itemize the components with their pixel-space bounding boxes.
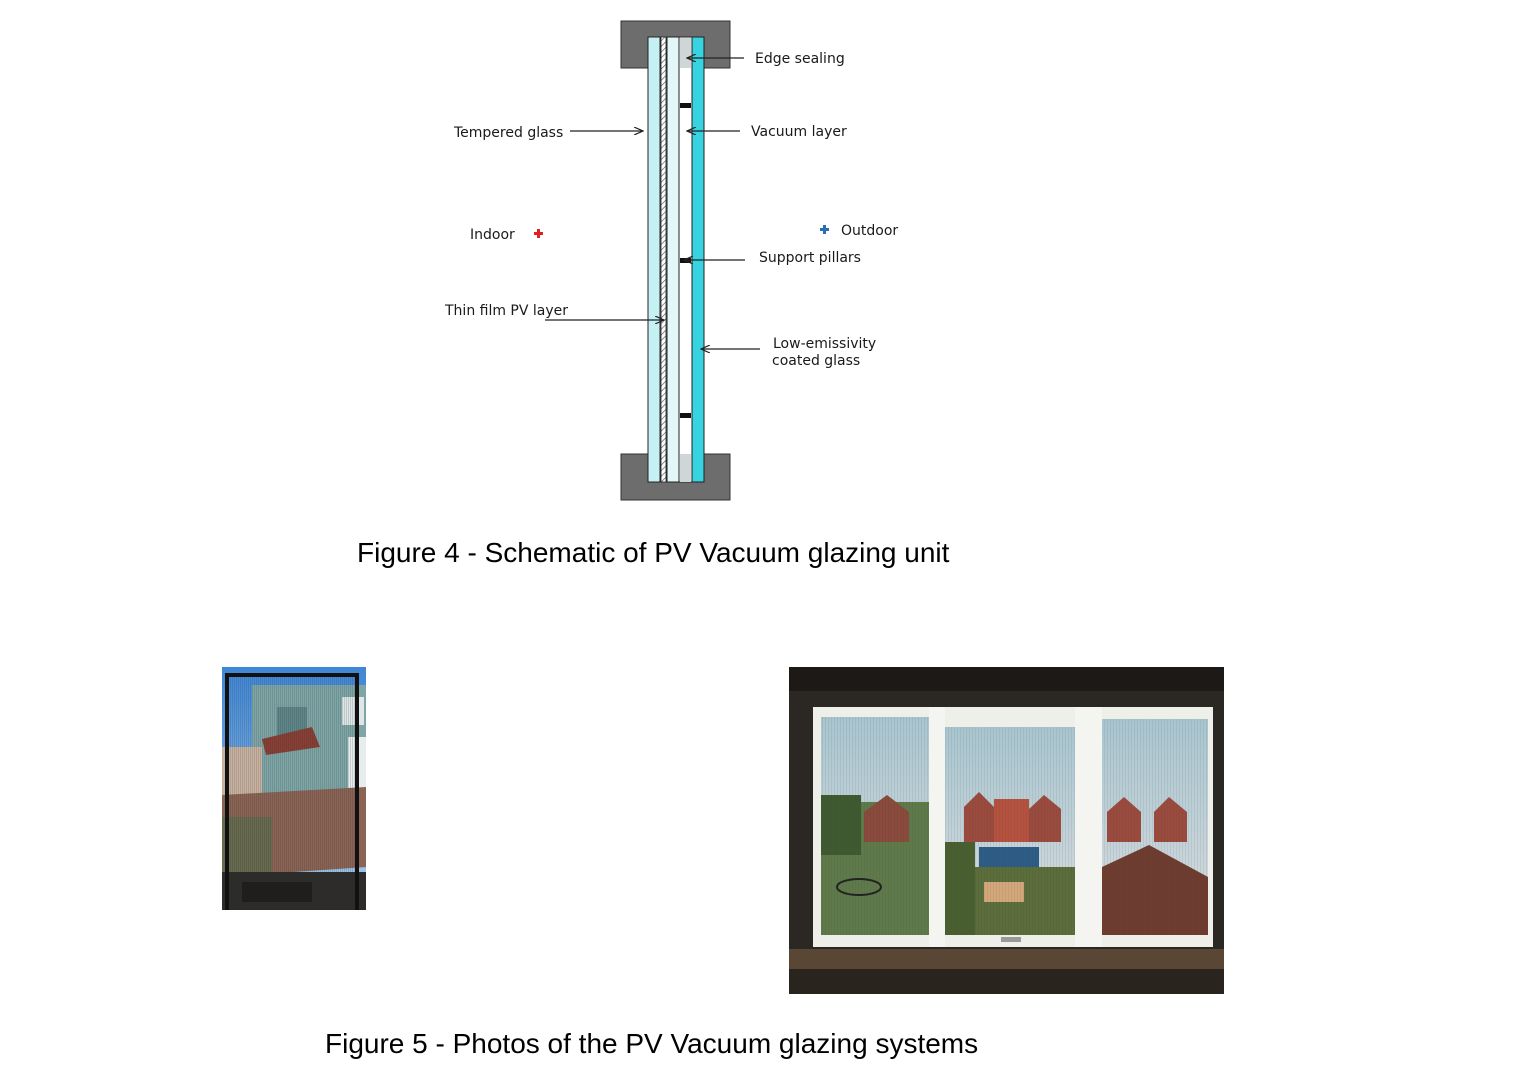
label-low-e-line1: Low-emissivity	[773, 336, 876, 352]
thin-film-pv-layer	[660, 36, 667, 483]
label-edge-sealing: Edge sealing	[755, 51, 845, 67]
edge-seal-top	[680, 38, 691, 68]
label-tempered-glass: Tempered glass	[453, 125, 563, 141]
middle-glass-pane	[666, 36, 680, 483]
label-vacuum-layer: Vacuum layer	[751, 124, 847, 140]
label-low-e-line2: coated glass	[772, 353, 860, 369]
support-pillar	[680, 413, 691, 418]
glazing-unit-schematic: Edge sealing Tempered glass Vacuum layer…	[444, 20, 898, 501]
figure-5-caption: Figure 5 - Photos of the PV Vacuum glazi…	[325, 1028, 979, 1059]
tempered-glass-pane	[647, 36, 661, 483]
label-support-pillars: Support pillars	[759, 250, 861, 266]
edge-seal-bottom	[680, 454, 691, 482]
photo-pv-panel-outdoor	[222, 667, 366, 910]
label-indoor: Indoor	[470, 227, 515, 243]
label-outdoor: Outdoor	[841, 223, 898, 239]
figure-4-caption: Figure 4 - Schematic of PV Vacuum glazin…	[357, 537, 950, 568]
label-thin-film-pv: Thin film PV layer	[444, 303, 568, 319]
photo-pv-window-interior	[789, 667, 1224, 994]
indoor-marker-icon	[534, 229, 543, 238]
support-pillar	[680, 103, 691, 108]
outdoor-marker-icon	[820, 225, 829, 234]
